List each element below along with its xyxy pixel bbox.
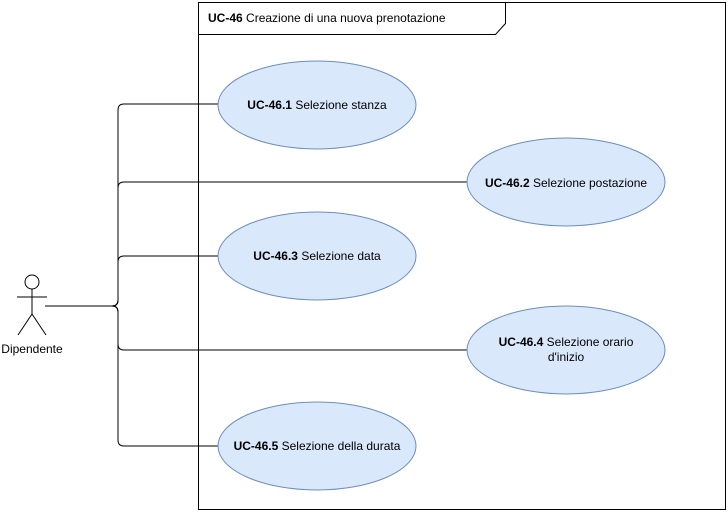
use-case-ellipse xyxy=(217,211,417,301)
use-case-label: UC-46.1 Selezione stanza xyxy=(247,98,387,112)
use-case-text: Selezione della durata xyxy=(282,439,401,453)
use-case-ellipse xyxy=(217,401,417,491)
use-case-label: UC-46.4 Selezione orario xyxy=(499,335,634,349)
actor-figure[interactable] xyxy=(17,274,47,336)
use-case-uc-46-4[interactable]: UC-46.4 Selezione orario d'inizio xyxy=(466,305,666,395)
use-case-ellipse xyxy=(466,305,666,395)
use-case-uc-46-3[interactable]: UC-46.3 Selezione data xyxy=(217,211,417,301)
use-case-ellipse xyxy=(217,60,417,150)
use-case-label: UC-46.3 Selezione data xyxy=(253,249,381,263)
use-case-label-line2: d'inizio xyxy=(548,350,585,364)
system-name: Creazione di una nuova prenotazione xyxy=(246,11,446,25)
use-case-label: UC-46.2 Selezione postazione xyxy=(485,176,647,190)
use-case-text: Selezione data xyxy=(301,249,381,263)
use-case-id: UC-46.2 xyxy=(485,176,530,190)
connector-uc-46-3 xyxy=(45,255,218,307)
use-case-uc-46-1[interactable]: UC-46.1 Selezione stanza xyxy=(217,60,417,150)
connector-uc-46-1 xyxy=(45,103,218,307)
actor-left-leg xyxy=(17,313,33,336)
use-case-uc-46-2[interactable]: UC-46.2 Selezione postazione xyxy=(466,137,666,227)
use-case-uc-46-5[interactable]: UC-46.5 Selezione della durata xyxy=(217,401,417,491)
actor-label: Dipendente xyxy=(1,342,63,356)
system-title: UC-46 Creazione di una nuova prenotazion… xyxy=(208,11,446,25)
connectors xyxy=(45,103,467,447)
use-case-label: UC-46.5 Selezione della durata xyxy=(234,439,401,453)
use-case-ellipse xyxy=(466,137,666,227)
use-case-id: UC-46.5 xyxy=(234,439,279,453)
use-case-id: UC-46.4 xyxy=(499,335,544,349)
system-title-tab xyxy=(198,2,506,35)
system-id: UC-46 xyxy=(208,11,243,25)
use-case-id: UC-46.1 xyxy=(247,98,292,112)
use-case-text: Selezione postazione xyxy=(533,176,647,190)
use-case-id: UC-46.3 xyxy=(253,249,298,263)
actor-head xyxy=(24,274,40,290)
use-case-text: Selezione orario xyxy=(547,335,634,349)
actor-right-leg xyxy=(31,313,47,336)
connector-uc-46-5 xyxy=(45,305,218,447)
use-case-text: Selezione stanza xyxy=(295,98,387,112)
